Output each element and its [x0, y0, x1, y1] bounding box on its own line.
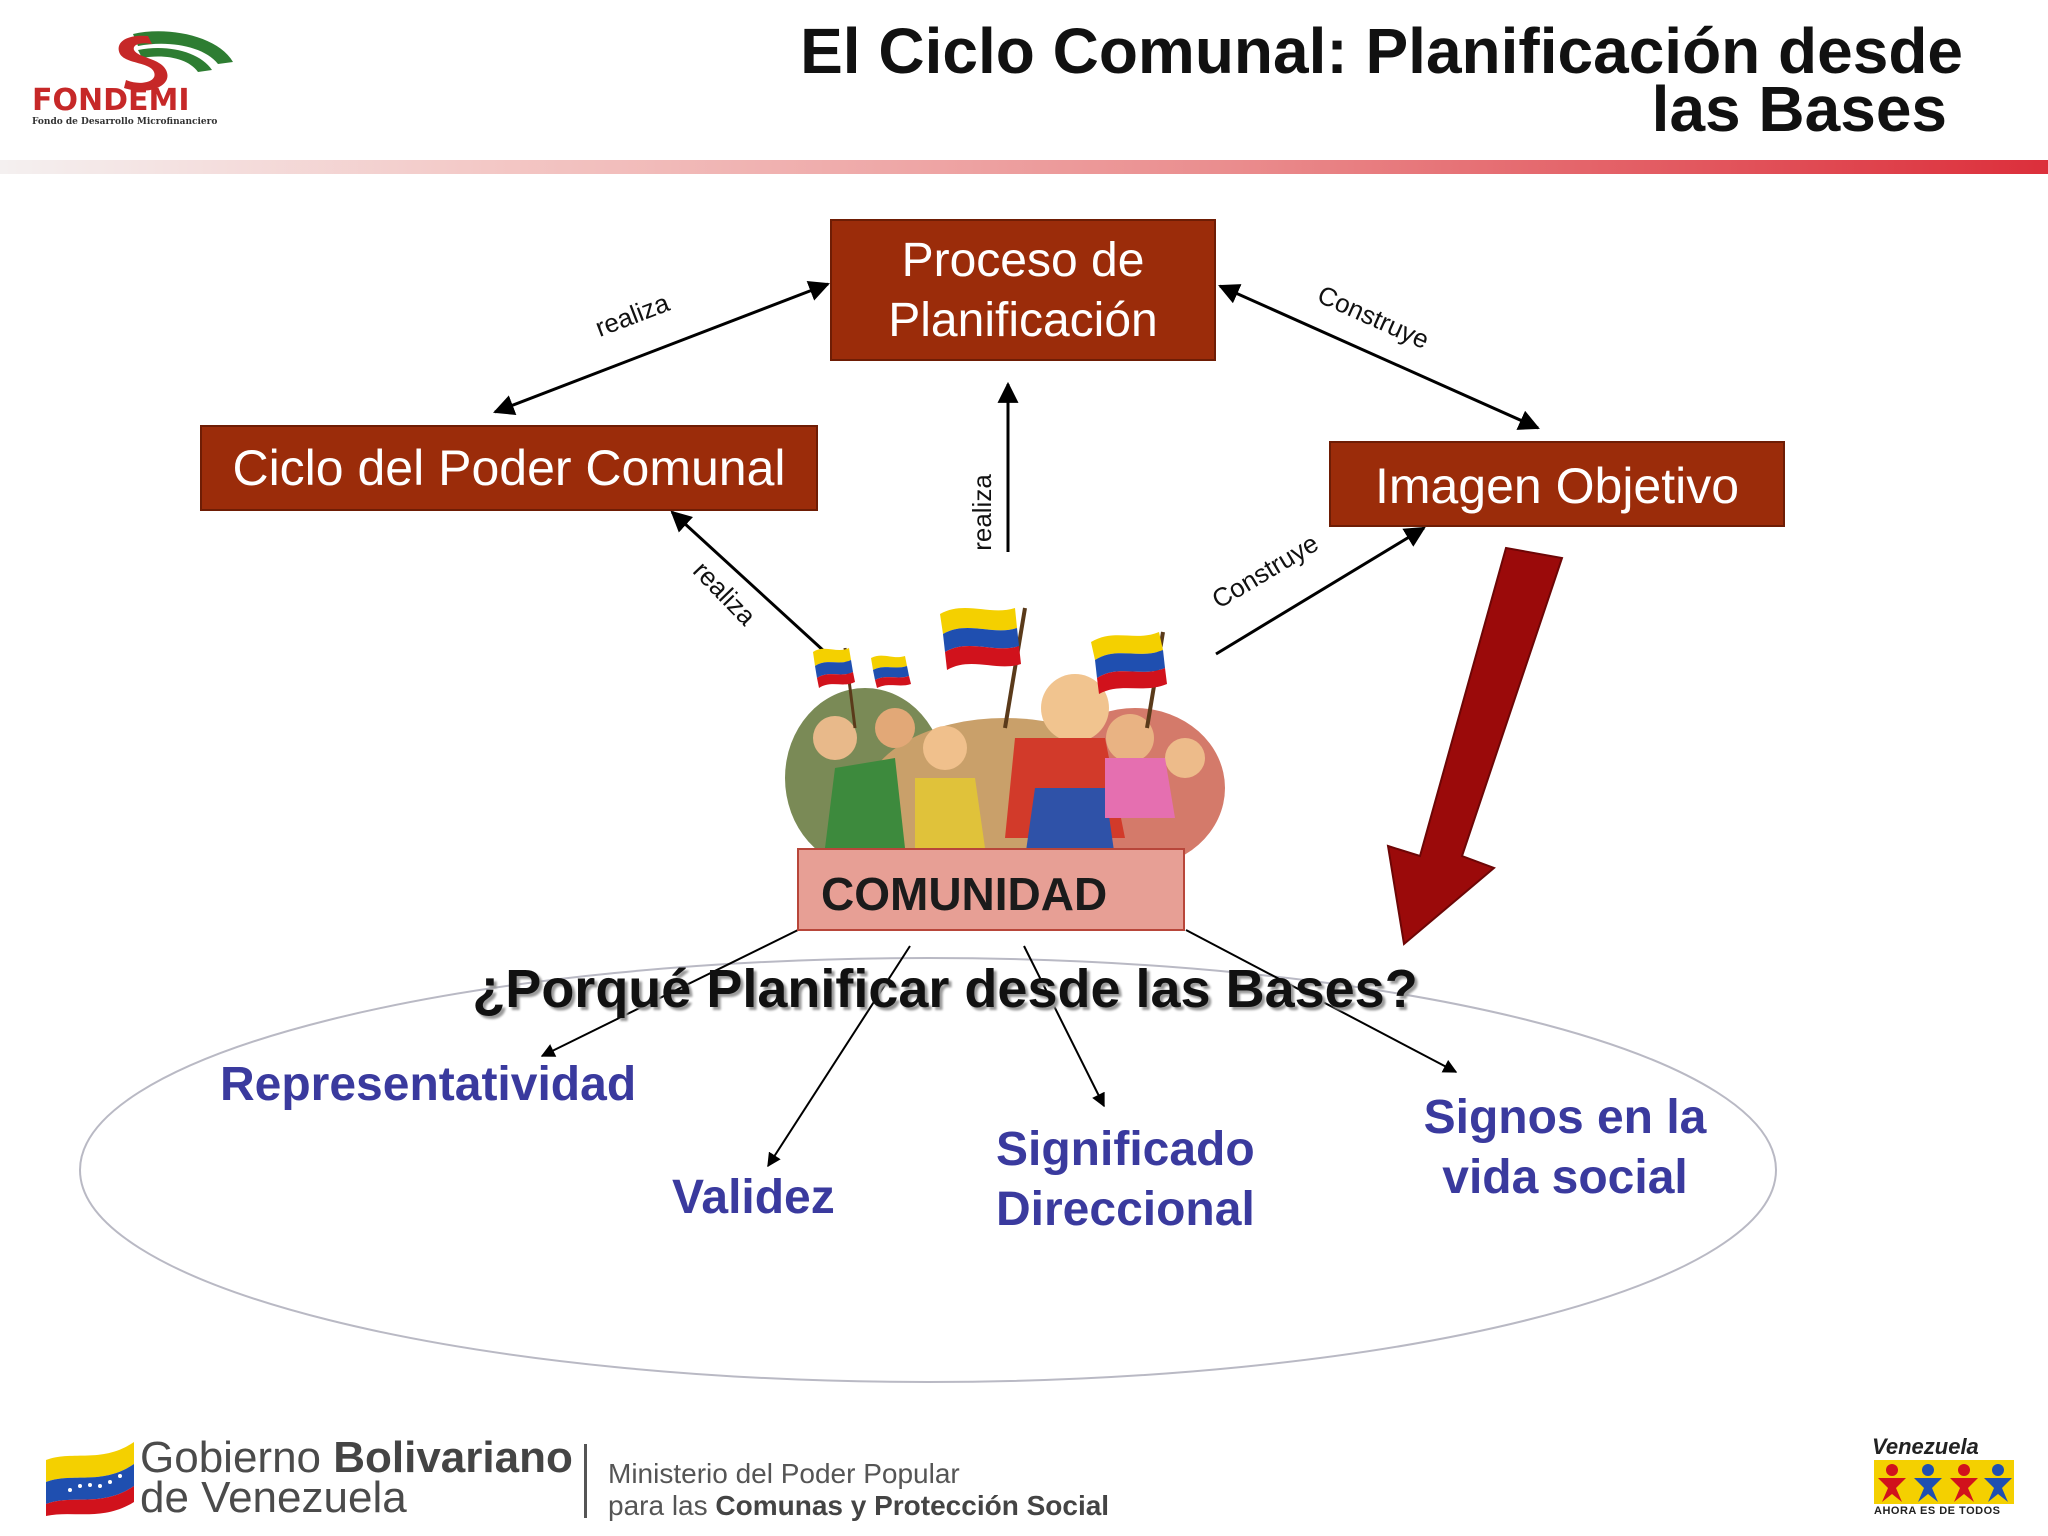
flag-right-icon [1091, 631, 1167, 729]
footer-ministerio: Ministerio del Poder Popular para las Co… [608, 1458, 1109, 1522]
footer-venezuela-title: Venezuela [1872, 1434, 1979, 1459]
flag-large-icon [940, 607, 1027, 729]
edge-label-comunidad-proceso: realiza [966, 474, 997, 551]
bases-ellipse [79, 957, 1777, 1383]
node-ciclo-poder-comunal: Ciclo del Poder Comunal [200, 425, 818, 511]
flag-left-icon [813, 647, 911, 729]
footer-venezuela-slogan: AHORA ES DE TODOS [1874, 1505, 2001, 1517]
node-comunidad: COMUNIDAD [797, 848, 1185, 931]
footer-gob-line2: de Venezuela [140, 1473, 407, 1522]
footer-gob-word2: Bolivariano [333, 1433, 573, 1482]
footer-min-line2a: para las [608, 1490, 716, 1521]
footer-gob-word1: Gobierno [140, 1433, 334, 1482]
item-validez: Validez [672, 1171, 835, 1224]
item-signos-line1: Signos en la [1423, 1091, 1707, 1144]
fondemi-logo: FONDEMI Fondo de Desarrollo Microfinanci… [32, 31, 233, 127]
item-significado-line2: Direccional [996, 1183, 1255, 1236]
slide-title-line1: El Ciclo Comunal: Planificación desde [800, 15, 1963, 87]
header-band [0, 160, 2048, 174]
node-proceso-line2: Planificación [888, 294, 1158, 347]
arrow-to-representatividad [540, 929, 799, 1057]
big-down-arrow [1386, 546, 1564, 946]
fondemi-logo-subtitle: Fondo de Desarrollo Microfinanciero [32, 117, 217, 127]
arrow-ciclo-proceso [493, 280, 830, 416]
footer-min-line2b: Comunas y Protección Social [715, 1490, 1110, 1521]
item-significado-line1: Significado [996, 1123, 1255, 1176]
node-imagen-objetivo: Imagen Objetivo [1329, 441, 1785, 527]
item-representatividad: Representatividad [220, 1058, 637, 1111]
venezuela-people-logo-icon [1874, 1460, 2014, 1504]
item-significado-direccional: Significado Direccional [996, 1120, 1255, 1240]
arrow-comunidad-ciclo [670, 510, 827, 654]
arrow-proceso-imagen [1218, 284, 1540, 430]
item-signos-line2: vida social [1442, 1151, 1688, 1204]
arrow-to-signos [1185, 929, 1458, 1073]
crowd-flags-illustration [785, 607, 1225, 878]
slide-title: El Ciclo Comunal: Planificación desde la… [563, 15, 1963, 145]
arrow-to-significado [1023, 945, 1105, 1108]
footer-gobierno: Gobierno Bolivariano de Venezuela [140, 1436, 573, 1522]
node-proceso-line1: Proceso de [901, 234, 1145, 287]
item-signos-vida-social: Signos en la vida social [1400, 1088, 1730, 1208]
arrow-comunidad-imagen [1215, 526, 1426, 656]
venezuela-flag-icon [46, 1442, 134, 1516]
footer-separator [584, 1444, 587, 1518]
fondemi-logo-name: FONDEMI [32, 83, 190, 118]
slide-title-line2: las Bases [1651, 73, 1947, 145]
question-heading: ¿Porqué Planificar desde las Bases? [472, 959, 1418, 1019]
node-proceso-planificacion: Proceso de Planificación [830, 219, 1216, 361]
footer-min-line1: Ministerio del Poder Popular [608, 1458, 960, 1489]
arrow-to-validez [767, 945, 911, 1168]
